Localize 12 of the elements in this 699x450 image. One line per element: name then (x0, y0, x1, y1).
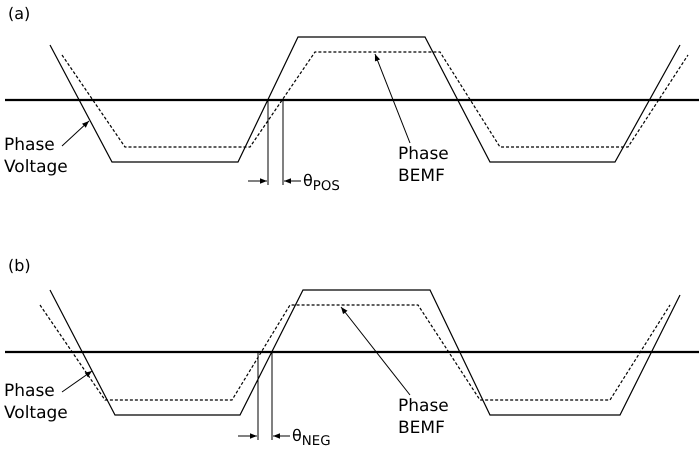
angle-label: θ$_{POS}$ (303, 171, 340, 196)
leader-arrow (62, 370, 92, 392)
waveform-label: Phase Voltage (4, 134, 68, 178)
leader-arrow (374, 54, 410, 144)
leader-arrow (340, 306, 410, 396)
panel-label: (b) (8, 256, 31, 276)
angle-label: θ$_{NEG}$ (292, 426, 331, 450)
waveform-label: Phase BEMF (398, 143, 454, 187)
waveform-label: Phase BEMF (398, 395, 454, 439)
leader-arrow (62, 120, 90, 146)
panel-label: (a) (8, 4, 30, 24)
waveform-label: Phase Voltage (4, 380, 68, 424)
